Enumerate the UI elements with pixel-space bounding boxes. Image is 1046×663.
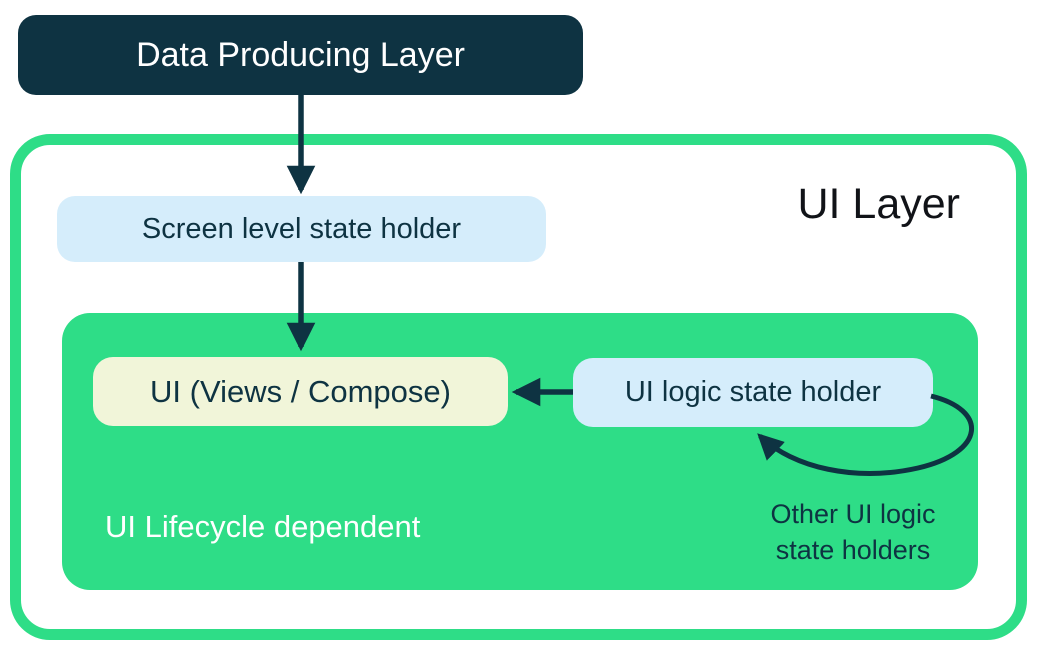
ui-views-compose-node: UI (Views / Compose) bbox=[93, 357, 508, 426]
other-ui-logic-caption: Other UI logic state holders bbox=[770, 499, 936, 565]
ui-lifecycle-caption: UI Lifecycle dependent bbox=[105, 509, 421, 544]
ui-layer-title: UI Layer bbox=[797, 180, 960, 228]
ui-logic-state-holder-node: UI logic state holder bbox=[573, 358, 933, 427]
data-producing-layer-node: Data Producing Layer bbox=[18, 15, 583, 95]
screen-level-state-holder-node: Screen level state holder bbox=[57, 196, 546, 262]
